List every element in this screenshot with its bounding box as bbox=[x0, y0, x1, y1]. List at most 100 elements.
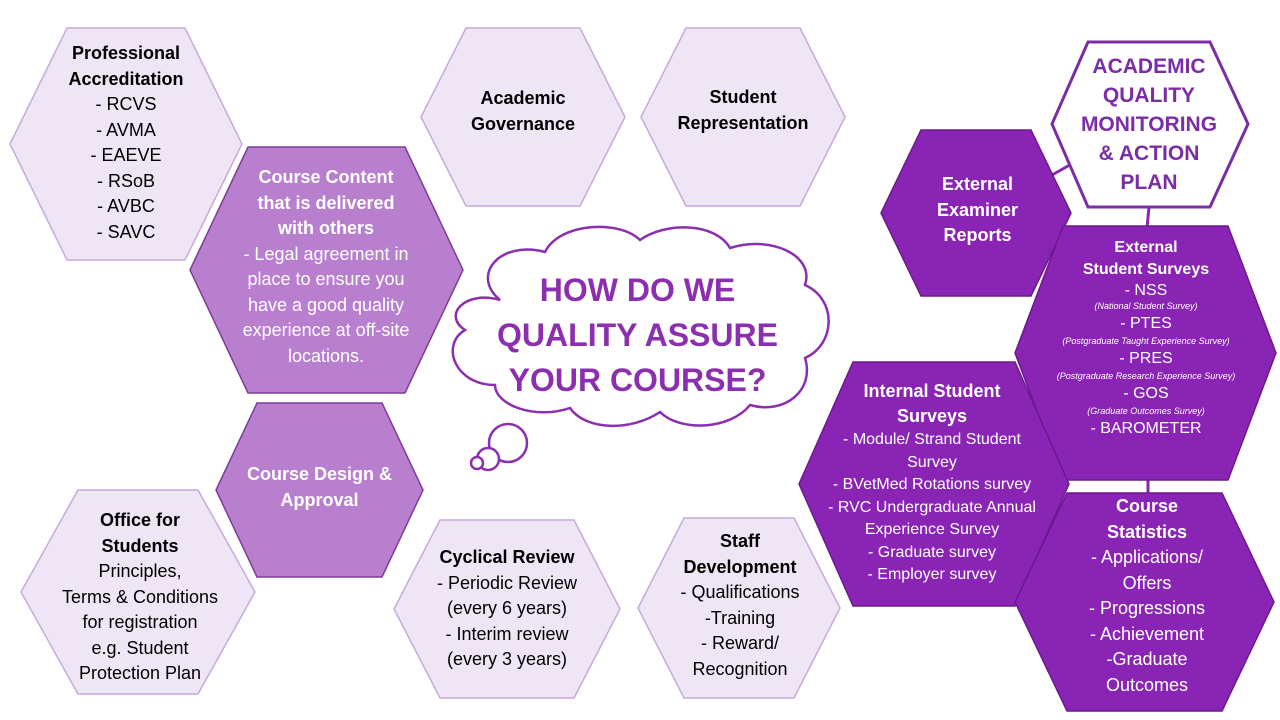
course-statistics-item: Outcomes bbox=[1105, 674, 1189, 695]
academic-quality-title: & ACTION bbox=[1098, 142, 1200, 165]
academic-quality-title: ACADEMIC bbox=[1092, 55, 1206, 78]
hex-internal-surveys bbox=[798, 361, 1070, 607]
academic-quality-text: ACADEMIC QUALITY MONITORING & ACTION PLA… bbox=[1065, 52, 1233, 197]
course-statistics-item: - Applications/ bbox=[1090, 547, 1204, 567]
external-survey-item: - BAROMETER bbox=[1090, 420, 1202, 437]
office-for-students-item: Protection Plan bbox=[78, 663, 202, 683]
academic-quality-title: QUALITY bbox=[1102, 84, 1196, 107]
office-for-students-item: Terms & Conditions bbox=[61, 586, 219, 607]
connector-aqm-external bbox=[1145, 206, 1151, 229]
external-survey-note: (Graduate Outcomes Survey) bbox=[1087, 406, 1205, 416]
external-examiner-title: Reports bbox=[943, 225, 1012, 245]
accreditation-item: - RSoB bbox=[96, 170, 156, 191]
external-survey-item: - PRES bbox=[1119, 350, 1173, 367]
accreditation-item: - AVMA bbox=[96, 119, 156, 140]
external-surveys-title: Student Surveys bbox=[1082, 261, 1210, 278]
hex-student-representation bbox=[640, 27, 846, 207]
course-design-title: Approval bbox=[280, 489, 359, 510]
cyclical-review-text: Cyclical Review - Periodic Review (every… bbox=[412, 545, 602, 673]
hex-external-examiner bbox=[880, 129, 1072, 297]
course-statistics-item: Offers bbox=[1122, 572, 1172, 593]
academic-governance-title: Governance bbox=[470, 113, 576, 134]
student-representation-text: Student Representation bbox=[655, 85, 831, 136]
external-examiner-title: Examiner bbox=[936, 199, 1019, 220]
hex-academic-quality bbox=[1050, 40, 1250, 209]
internal-surveys-text: Internal Student Surveys - Module/ Stran… bbox=[812, 379, 1052, 587]
course-design-text: Course Design & Approval bbox=[227, 462, 412, 513]
course-statistics-title: Course bbox=[1115, 496, 1178, 516]
cyclical-review-item: - Periodic Review bbox=[436, 572, 578, 593]
office-for-students-title: Students bbox=[101, 535, 179, 556]
cyclical-review-item: (every 3 years) bbox=[446, 649, 568, 669]
course-content-item: experience at off-site bbox=[242, 320, 410, 340]
student-representation-title: Student bbox=[709, 87, 777, 107]
professional-accreditation-text: Professional Accreditation - RCVS - AVMA… bbox=[35, 41, 217, 245]
course-content-title: with others bbox=[277, 218, 374, 238]
thought-cloud bbox=[451, 225, 830, 472]
hex-course-statistics bbox=[1014, 492, 1275, 712]
external-survey-note: (Postgraduate Taught Experience Survey) bbox=[1062, 336, 1230, 346]
internal-survey-item: Experience Survey bbox=[864, 521, 1000, 538]
cyclical-review-title: Cyclical Review bbox=[439, 547, 575, 567]
cloud-bubble-small bbox=[469, 455, 485, 471]
internal-surveys-title: Internal Student bbox=[863, 381, 1001, 401]
hex-course-content bbox=[189, 146, 464, 394]
course-statistics-title: Statistics bbox=[1106, 521, 1188, 542]
course-content-title: Course Content bbox=[258, 167, 394, 187]
hex-cyclical-review bbox=[393, 519, 621, 699]
hex-professional-accreditation bbox=[9, 27, 243, 261]
external-survey-note: (Postgraduate Research Experience Survey… bbox=[1056, 371, 1236, 381]
cyclical-review-item: (every 6 years) bbox=[446, 598, 568, 618]
academic-quality-title: MONITORING bbox=[1080, 113, 1218, 136]
staff-development-item: Recognition bbox=[692, 658, 788, 679]
student-representation-title: Representation bbox=[677, 112, 809, 133]
academic-governance-title: Academic bbox=[480, 88, 566, 108]
internal-survey-item: - Employer survey bbox=[867, 566, 997, 583]
accreditation-item: - EAEVE bbox=[90, 145, 162, 165]
course-content-item: place to ensure you bbox=[247, 269, 405, 289]
external-examiner-text: External Examiner Reports bbox=[905, 172, 1050, 249]
central-question-line: YOUR COURSE? bbox=[508, 362, 767, 398]
office-for-students-item: for registration bbox=[82, 612, 198, 632]
external-surveys-text: External Student Surveys - NSS (National… bbox=[1036, 237, 1256, 441]
external-survey-item: - NSS bbox=[1124, 282, 1168, 299]
external-examiner-title: External bbox=[941, 174, 1014, 194]
office-for-students-item: e.g. Student bbox=[91, 637, 189, 658]
course-content-text: Course Content that is delivered with ot… bbox=[216, 165, 436, 369]
internal-survey-item: - Module/ Strand Student bbox=[843, 431, 1021, 448]
course-content-item: locations. bbox=[287, 345, 365, 366]
course-statistics-item: -Graduate bbox=[1106, 649, 1188, 669]
course-content-item: have a good quality bbox=[247, 294, 405, 315]
office-for-students-text: Office for Students Principles, Terms & … bbox=[40, 508, 240, 687]
staff-development-text: Staff Development - Qualifications -Trai… bbox=[655, 529, 825, 682]
internal-survey-item: - RVC Undergraduate Annual bbox=[828, 498, 1036, 516]
hex-staff-development bbox=[637, 517, 841, 699]
external-survey-item: - GOS bbox=[1123, 385, 1169, 402]
cloud-shape bbox=[451, 225, 830, 428]
internal-surveys-title: Surveys bbox=[896, 406, 968, 426]
hex-academic-governance bbox=[420, 27, 626, 207]
professional-accreditation-title: Professional bbox=[71, 43, 181, 63]
academic-governance-text: Academic Governance bbox=[440, 86, 606, 137]
external-survey-item: - PTES bbox=[1120, 315, 1172, 332]
cyclical-review-item: - Interim review bbox=[445, 623, 569, 644]
internal-survey-item: Survey bbox=[907, 453, 957, 471]
staff-development-title: Staff bbox=[720, 531, 760, 551]
professional-accreditation-title: Accreditation bbox=[68, 68, 184, 89]
hex-office-for-students bbox=[20, 489, 256, 695]
office-for-students-title: Office for bbox=[99, 510, 180, 530]
staff-development-item: - Qualifications bbox=[680, 582, 800, 602]
course-statistics-item: - Achievement bbox=[1089, 623, 1205, 644]
central-question: HOW DO WE QUALITY ASSURE YOUR COURSE? bbox=[465, 268, 810, 403]
course-content-item: - Legal agreement in bbox=[243, 243, 409, 264]
staff-development-item: - Reward/ bbox=[700, 633, 780, 653]
hex-course-design bbox=[215, 402, 424, 578]
external-survey-note: (National Student Survey) bbox=[1094, 301, 1198, 311]
internal-survey-item: - BVetMed Rotations survey bbox=[832, 476, 1032, 493]
course-statistics-item: - Progressions bbox=[1088, 598, 1206, 618]
accreditation-item: - RCVS bbox=[95, 94, 157, 114]
accreditation-item: - SAVC bbox=[96, 221, 156, 242]
staff-development-title: Development bbox=[683, 556, 797, 577]
external-surveys-title: External bbox=[1114, 239, 1178, 256]
office-for-students-item: Principles, bbox=[98, 561, 182, 581]
